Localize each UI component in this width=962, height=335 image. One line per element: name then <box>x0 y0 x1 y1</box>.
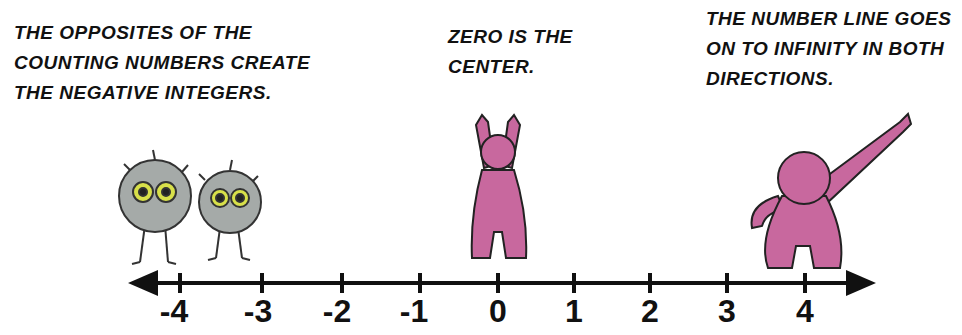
tick-number: 4 <box>796 294 814 328</box>
tick-number: 0 <box>489 294 507 328</box>
negative-creatures <box>119 150 261 264</box>
tick-number: -1 <box>400 294 428 328</box>
pointing-figure <box>752 114 911 268</box>
callout-note: ZERO IS THE CENTER. <box>448 22 618 82</box>
tick-number: -4 <box>160 294 188 328</box>
zero-figure <box>472 115 527 258</box>
tick-number: -2 <box>323 294 351 328</box>
arrow-head-right <box>846 270 876 296</box>
callout-note: THE NUMBER LINE GOES ON TO INFINITY IN B… <box>706 4 952 94</box>
arrow-head-left <box>128 270 158 296</box>
callout-note: THE OPPOSITES OF THE COUNTING NUMBERS CR… <box>14 18 314 108</box>
number-line <box>140 281 862 285</box>
tick-number: 1 <box>565 294 583 328</box>
tick-number: 2 <box>641 294 659 328</box>
tick-number: 3 <box>718 294 736 328</box>
tick-marks <box>180 273 805 293</box>
tick-number: -3 <box>244 294 272 328</box>
